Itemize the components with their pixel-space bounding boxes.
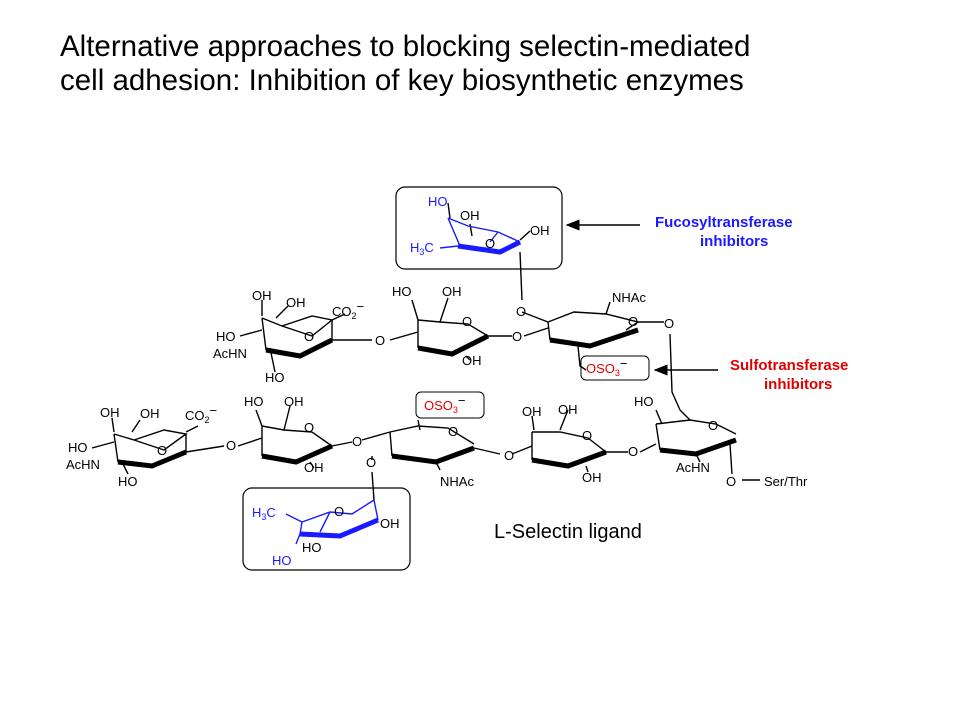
ser-thr-label: Ser/Thr: [764, 474, 808, 489]
sialic-acid-lower: [91, 417, 225, 475]
fuc-bot-ho: HO: [302, 540, 322, 555]
galactose-lower: [237, 405, 353, 469]
galnac-ring-o: O: [708, 418, 718, 433]
fucose-ring-bottom: [285, 471, 379, 545]
galnac-link-o: O: [726, 474, 736, 489]
fuc-bot-ho-2: HO: [272, 553, 292, 568]
gal-l-ho: HO: [244, 394, 264, 409]
sia-l-co2: CO2−: [185, 403, 217, 425]
sia-u-link-o: O: [375, 333, 385, 348]
galactose-lower-2: [511, 409, 628, 473]
sia-l-oh-1: OH: [100, 405, 120, 420]
fuc-top-oh-2: OH: [530, 223, 550, 238]
gal-l2-oh-1: OH: [522, 404, 542, 419]
fuc-bot-h3c: H3C: [252, 505, 276, 522]
sia-l-oh-2: OH: [140, 406, 160, 421]
glcnac-u-link-o: O: [516, 304, 526, 319]
glcnac-u-nhac: NHAc: [612, 290, 646, 305]
sia-u-ho: HO: [216, 329, 236, 344]
fuc-bot-oh: OH: [380, 516, 400, 531]
glcnac-lower: [361, 419, 501, 471]
glcnac-l-link-o-2: O: [504, 448, 514, 463]
sulfo-label-1: Sulfotransferase: [730, 357, 848, 374]
sia-l-ho-2: HO: [118, 474, 138, 489]
page-title: Alternative approaches to blocking selec…: [60, 30, 920, 98]
sulfo-label-2: inhibitors: [764, 376, 832, 393]
fucosyl-label-1: Fucosyltransferase: [655, 214, 793, 231]
sulfate-lower: OSO3−: [424, 393, 466, 415]
sia-l-link-o: O: [226, 438, 236, 453]
gal-l2-oh-2: OH: [558, 402, 578, 417]
gal-u-link-o: O: [512, 329, 522, 344]
fuc-top-oh-1: OH: [460, 208, 480, 223]
title-line-2: cell adhesion: Inhibition of key biosynt…: [60, 64, 744, 97]
sia-u-ho-2: HO: [265, 370, 285, 385]
galnac-ho: HO: [634, 394, 654, 409]
sulfate-upper: OSO3−: [586, 356, 628, 378]
glcnac-u-ring-o: O: [628, 314, 638, 329]
gal-l2-ring-o: O: [582, 428, 592, 443]
glcnac-u-link-o-2: O: [664, 316, 674, 331]
gal-u-oh: OH: [442, 284, 462, 299]
galactose-upper: [389, 297, 512, 361]
sia-l-ho: HO: [68, 440, 88, 455]
title-line-1: Alternative approaches to blocking selec…: [60, 30, 751, 63]
gal-l-link-o: O: [352, 434, 362, 449]
sia-u-oh-2: OH: [286, 295, 306, 310]
glcnac-l-link-o: O: [366, 455, 376, 470]
glcnac-l-nhac: NHAc: [440, 474, 474, 489]
gal-l2-link-o: O: [628, 444, 638, 459]
sia-u-achn: AcHN: [213, 346, 247, 361]
gal-l-oh: OH: [284, 394, 304, 409]
fucose-ring-top: [439, 202, 531, 301]
sialic-acid-upper: [239, 300, 372, 373]
gal-u-ho: HO: [392, 284, 412, 299]
fucose-box-top: [395, 186, 563, 270]
gal-u-oh-2: OH: [462, 353, 482, 368]
sia-l-ring-o: O: [157, 443, 167, 458]
fuc-top-ring-o: O: [485, 236, 495, 251]
sia-u-ring-o: O: [304, 329, 314, 344]
fuc-top-h3c: H3C: [410, 240, 434, 257]
sulfate-box-upper: [580, 355, 650, 381]
gal-u-ring-o: O: [462, 314, 472, 329]
gal-l-ring-o: O: [304, 420, 314, 435]
fuc-top-ho: HO: [428, 194, 448, 209]
sia-l-achn: AcHN: [66, 457, 100, 472]
gal-l-oh-2: OH: [304, 460, 324, 475]
linkage-to-galnac: [669, 333, 681, 411]
ligand-label: L-Selectin ligand: [494, 521, 642, 543]
glcnac-upper: [521, 301, 664, 371]
fuc-bot-ring-o: O: [334, 504, 344, 519]
galnac-residue: [639, 409, 760, 481]
sulfate-box-lower: [415, 391, 485, 419]
fucose-box-bottom: [242, 487, 411, 571]
galnac-achn: AcHN: [676, 460, 710, 475]
fucosyl-label-2: inhibitors: [700, 233, 768, 250]
glcnac-l-ring-o: O: [448, 424, 458, 439]
sia-u-oh-1: OH: [252, 288, 272, 303]
gal-l2-oh-3: OH: [582, 470, 602, 485]
sia-u-co2: CO2−: [332, 299, 364, 321]
